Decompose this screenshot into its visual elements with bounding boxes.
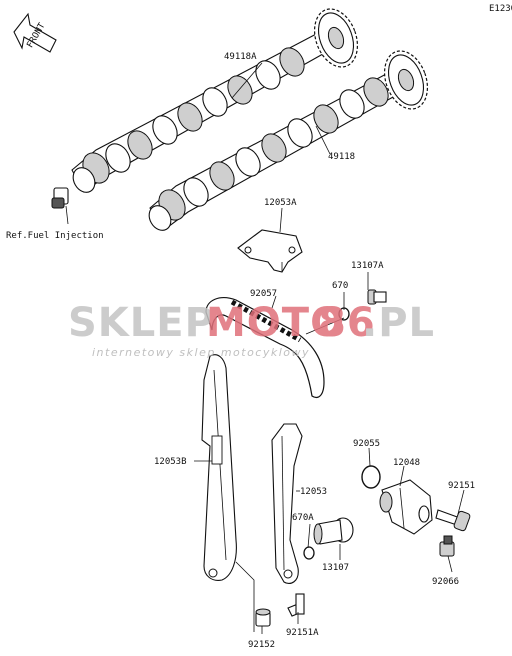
label-92057: 92057 [250, 289, 277, 299]
label-12053A: 12053A [264, 198, 297, 208]
ref-fuel-injection-label: Ref.Fuel Injection [6, 231, 104, 241]
guide-bolt-bottom [287, 593, 305, 617]
diagram-code: E1230 [489, 4, 512, 14]
label-670: 670 [332, 281, 348, 291]
label-670A: 670A [292, 513, 314, 523]
watermark-brand-left: SKLEP [68, 300, 215, 346]
watermark: SKLEP MOTO 86 .PL internetowy sklep moto… [68, 300, 435, 359]
camshaft-exhaust [148, 50, 429, 231]
label-92055: 92055 [353, 439, 380, 449]
tensioner-bolt [435, 509, 471, 532]
label-13107: 13107 [322, 563, 349, 573]
fuel-injection-sensor [51, 187, 69, 209]
chain-guide-tensioner [201, 354, 237, 581]
guide-bolt-upper [367, 289, 387, 305]
label-49118: 49118 [328, 152, 355, 162]
chain-tensioner [379, 479, 433, 535]
chain-guide-fixed [271, 423, 303, 585]
tensioner-cap-bolt [439, 535, 455, 557]
timing-chain [205, 297, 325, 399]
watermark-brand-right: .PL [362, 300, 435, 346]
guide-bolt-lower [313, 517, 354, 545]
label-49118A: 49118A [224, 52, 257, 62]
chain-guide-upper [237, 229, 303, 273]
label-13107A: 13107A [351, 261, 384, 271]
label-12048: 12048 [393, 458, 420, 468]
collar [255, 608, 271, 627]
part-labels: Ref.Fuel Injection 49118A 49118 12053A 1… [6, 52, 475, 650]
o-ring-lower [303, 546, 315, 560]
watermark-brand-mid: MOTO [206, 300, 345, 346]
label-92066: 92066 [432, 577, 459, 587]
watermark-brand-num: 86 [318, 300, 376, 346]
label-92151: 92151 [448, 481, 475, 491]
cam-sprocket-icon [383, 50, 429, 110]
cam-sprocket-icon [313, 8, 359, 68]
camshaft-intake [71, 8, 359, 193]
front-arrow-icon: FRONT [13, 12, 57, 53]
leader-lines [65, 62, 465, 634]
watermark-tagline: internetowy sklep motocyklowy [92, 346, 310, 359]
label-92152: 92152 [248, 640, 275, 650]
tensioner-o-ring [361, 465, 381, 489]
label-12053: 12053 [300, 487, 327, 497]
label-12053B: 12053B [154, 457, 187, 467]
label-92151A: 92151A [286, 628, 319, 638]
